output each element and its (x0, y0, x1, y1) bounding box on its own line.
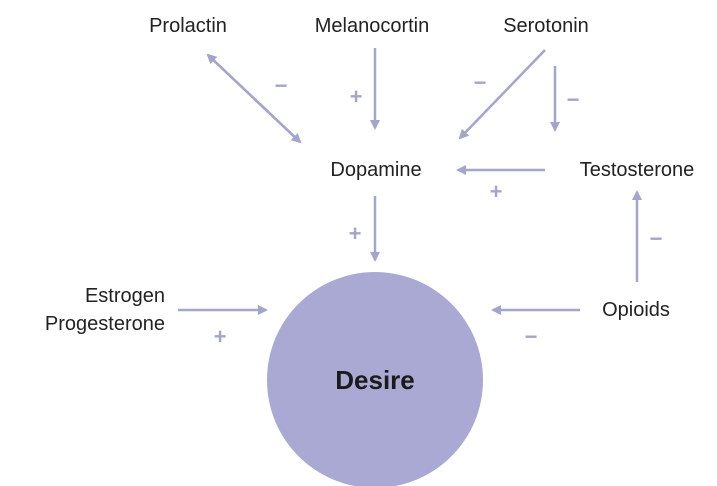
label-progesterone: Progesterone (45, 313, 165, 335)
label-serotonin: Serotonin (503, 15, 589, 37)
sign-dopamine-desire: + (349, 221, 362, 246)
label-dopamine: Dopamine (330, 159, 421, 181)
desire-circle (267, 272, 483, 486)
sign-serotonin-dopamine: − (474, 70, 487, 95)
label-testosterone: Testosterone (580, 159, 695, 181)
sign-prolactin-dopamine: − (275, 73, 288, 98)
arrow-serotonin-to-dopamine (458, 49, 546, 140)
label-estrogen: Estrogen (85, 285, 165, 307)
arrow-prolactin-to-dopamine (207, 54, 302, 144)
sign-opioids-testosterone: − (650, 226, 663, 251)
label-prolactin: Prolactin (149, 15, 227, 37)
label-opioids: Opioids (602, 299, 670, 321)
sign-testosterone-dopamine: + (490, 179, 503, 204)
label-desire: Desire (335, 365, 415, 395)
sign-estrogen-desire: + (214, 324, 227, 349)
sign-melanocortin-dopamine: + (350, 84, 363, 109)
sign-serotonin-testosterone: − (567, 87, 580, 112)
sign-opioids-desire: − (525, 324, 538, 349)
label-melanocortin: Melanocortin (315, 15, 430, 37)
